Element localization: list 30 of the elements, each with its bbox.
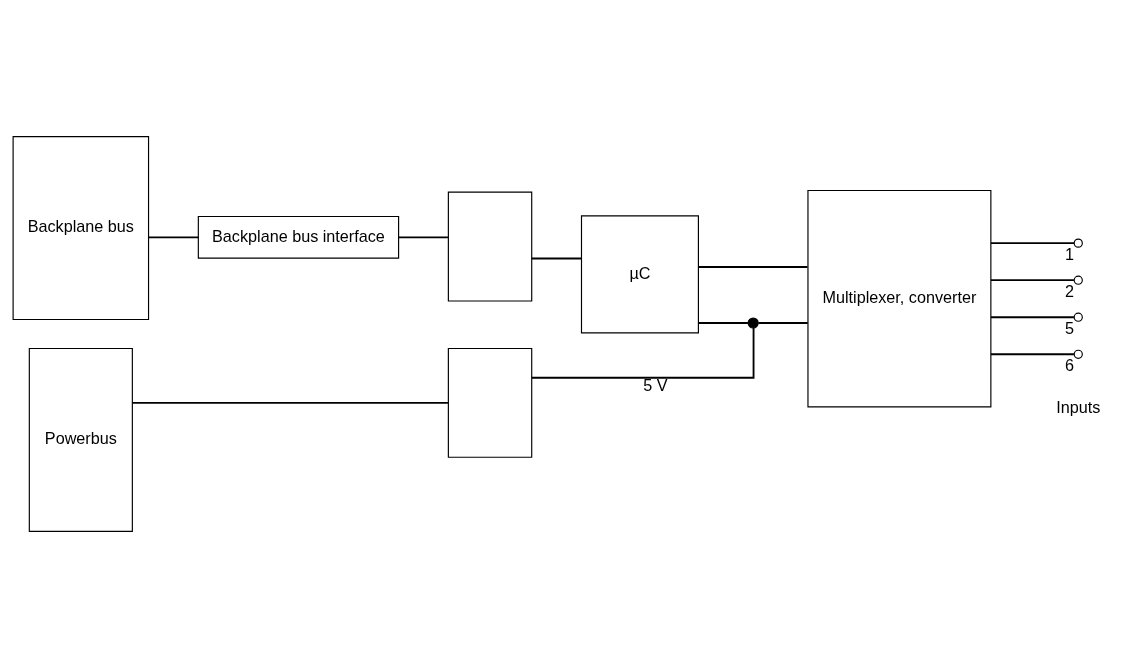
connector (697, 321, 749, 324)
connector (530, 326, 755, 379)
node-box: Backplane bus (12, 135, 150, 320)
connector (990, 241, 1075, 244)
connector (530, 257, 582, 259)
node-box (447, 191, 533, 302)
node-box: Backplane bus interface (197, 215, 400, 259)
node-box: Multiplexer, converter (807, 189, 992, 407)
connector (397, 235, 449, 238)
node-circle (1073, 238, 1083, 248)
connector (697, 265, 809, 268)
node-box (447, 347, 533, 458)
connector (990, 315, 1075, 318)
node-box: Powerbus (28, 347, 133, 532)
node-label: 1 (1065, 244, 1075, 263)
connector (990, 352, 1075, 355)
node-circle (1073, 275, 1083, 285)
label: Inputs (1056, 397, 1101, 416)
node-label: 6 (1065, 355, 1075, 374)
node-circle (1073, 312, 1083, 322)
edge-label: 5 V (643, 375, 668, 394)
connector (990, 278, 1075, 281)
connector (147, 235, 200, 238)
connector (757, 321, 809, 324)
node-circle (1073, 349, 1083, 359)
node-label: 2 (1065, 281, 1075, 300)
node-box: µC (580, 214, 699, 333)
node-label: 5 (1065, 318, 1075, 337)
connector (131, 401, 450, 404)
node-dot (747, 316, 759, 329)
